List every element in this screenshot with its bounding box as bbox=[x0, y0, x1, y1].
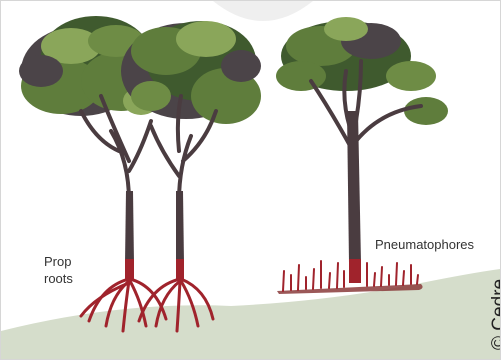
pneumatophores-label: Pneumatophores bbox=[375, 236, 474, 253]
background-shape bbox=[213, 1, 313, 21]
prop-roots-label: Prop roots bbox=[44, 253, 94, 287]
copyright-credit: © Cedre bbox=[489, 279, 501, 350]
trunk-waterline-band bbox=[349, 259, 361, 283]
canopy-right bbox=[121, 21, 261, 124]
